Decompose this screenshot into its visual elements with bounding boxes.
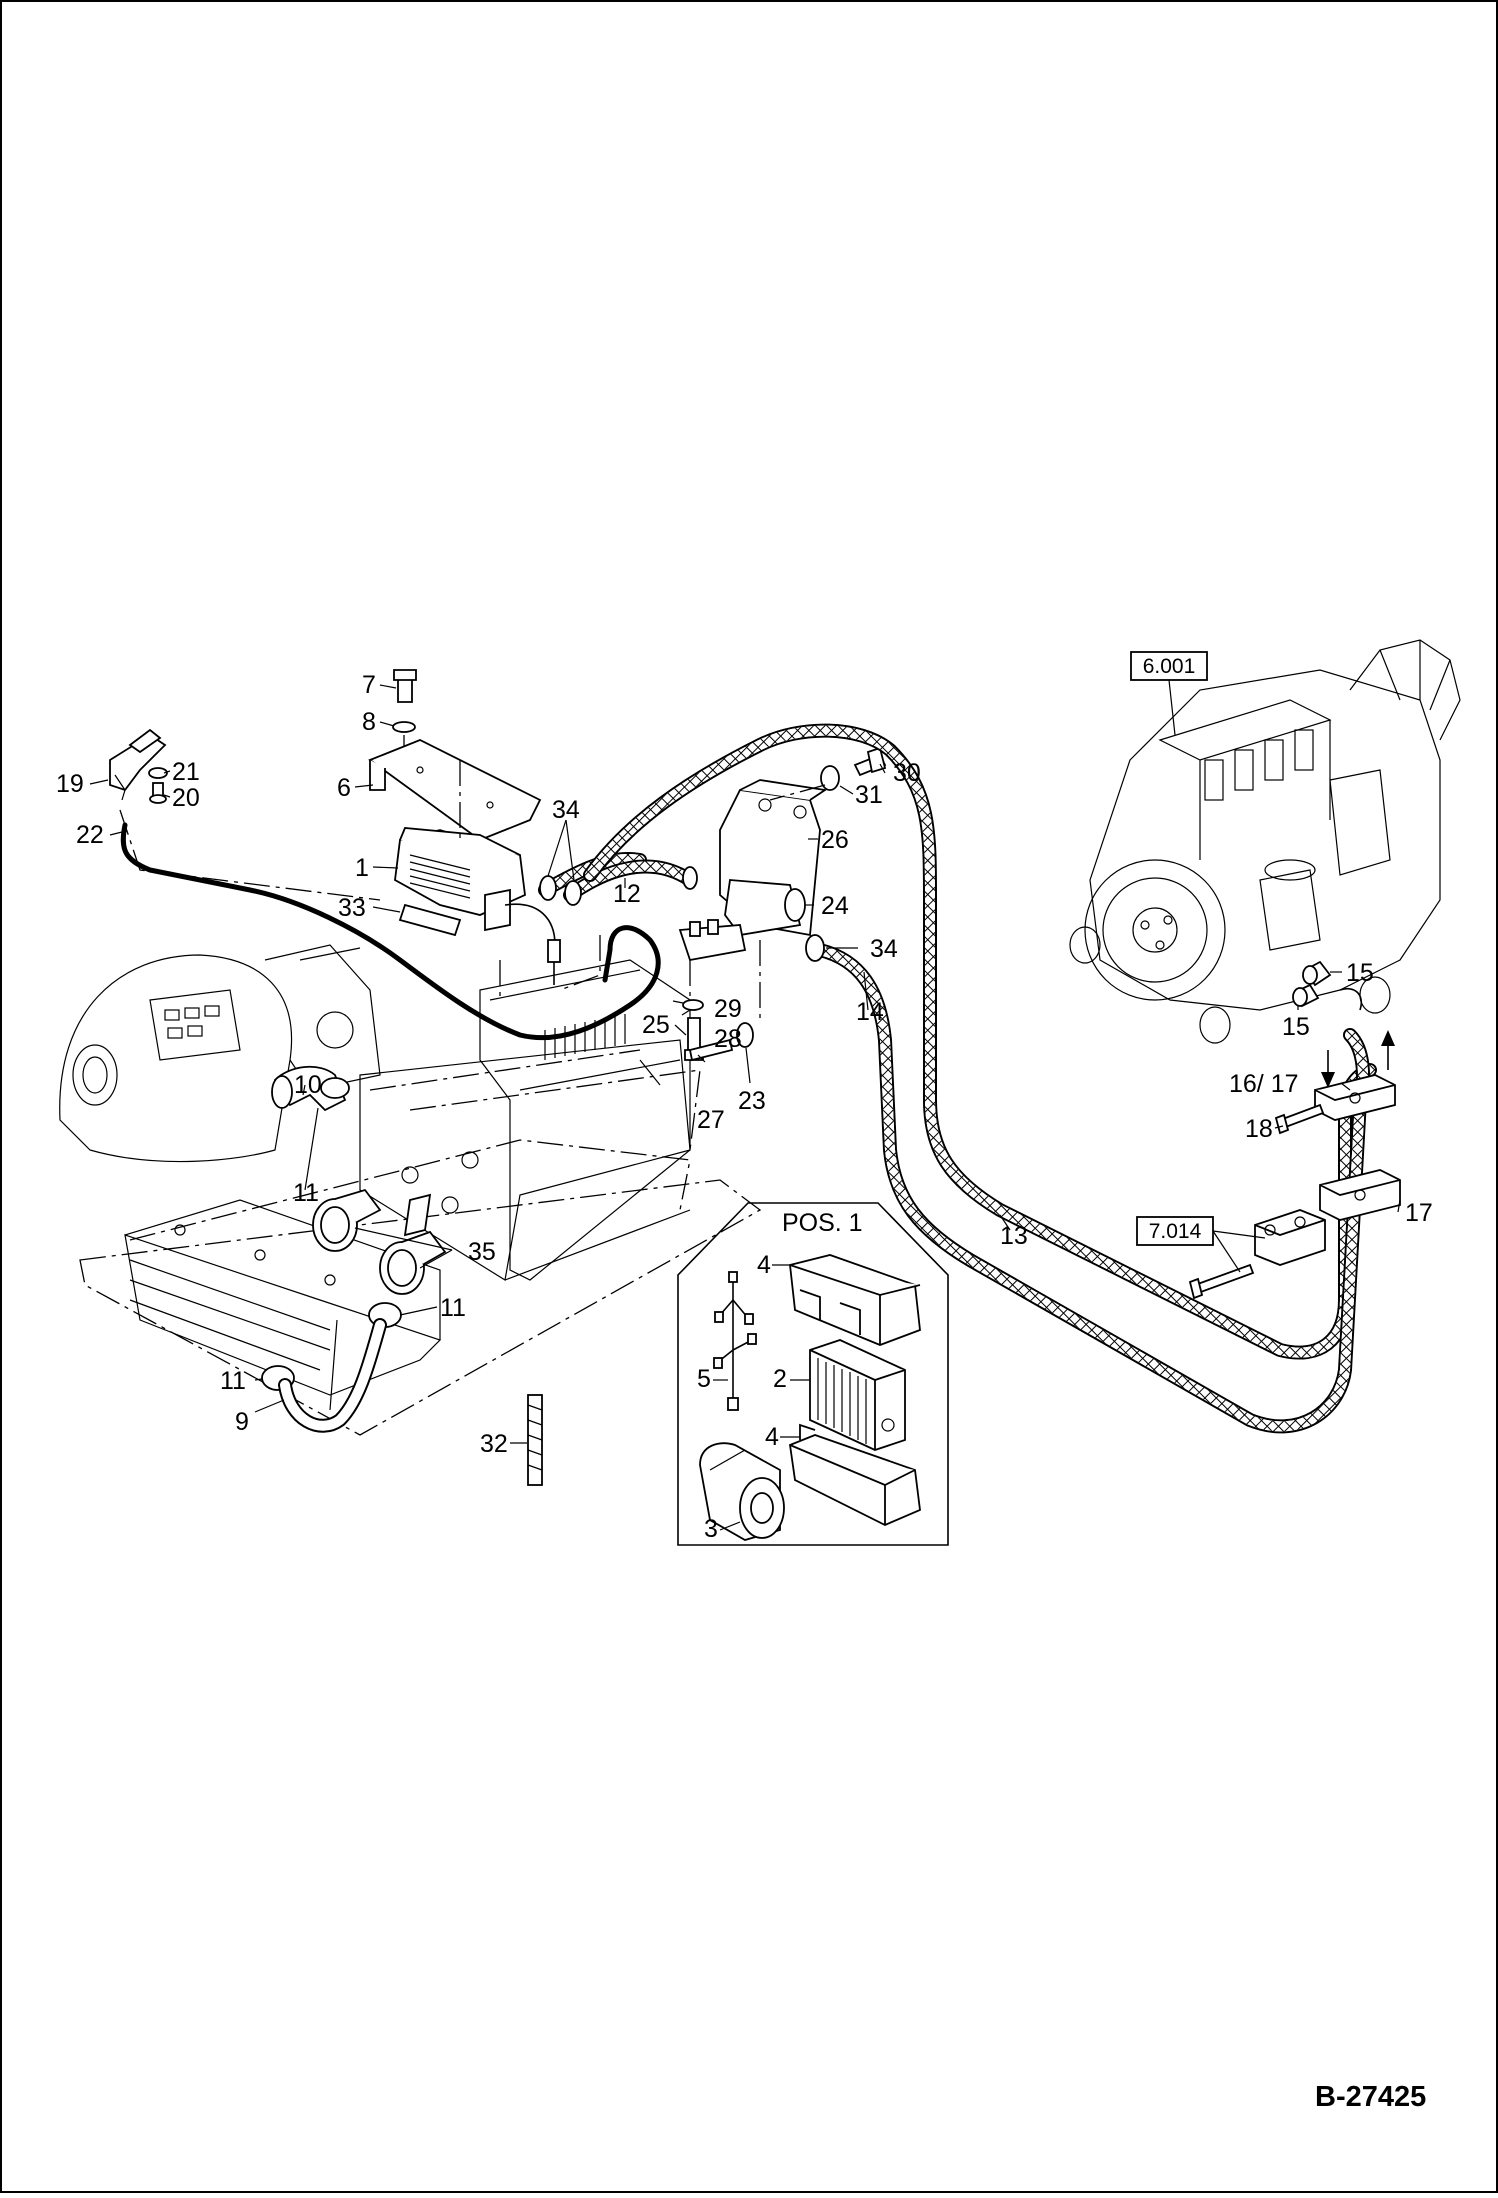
washer-21 xyxy=(148,767,168,779)
hose-clamp-34 xyxy=(805,934,825,962)
callout-18: 18 xyxy=(1245,1115,1273,1143)
callout-5: 5 xyxy=(697,1365,711,1393)
callout-30: 30 xyxy=(893,759,921,787)
callout-31: 31 xyxy=(855,781,883,809)
control-console xyxy=(59,944,381,1163)
callout-10: 10 xyxy=(294,1071,322,1099)
clamp-17 xyxy=(1319,1169,1401,1221)
callout-4a: 4 xyxy=(757,1251,771,1279)
duct-elbow-10 xyxy=(271,1065,350,1112)
engine-assembly xyxy=(1069,639,1461,1044)
vent-35 xyxy=(379,1230,447,1295)
callout-9: 9 xyxy=(235,1408,249,1436)
callout-35: 35 xyxy=(468,1238,496,1266)
callout-19: 19 xyxy=(56,770,84,798)
reference-box-7014[interactable]: 7.014 xyxy=(1136,1216,1214,1246)
washer-8 xyxy=(392,721,416,733)
reference-label: 7.014 xyxy=(1149,1220,1202,1243)
mounting-block xyxy=(1254,1209,1326,1266)
callout-32: 32 xyxy=(480,1430,508,1458)
cover-plate-6 xyxy=(368,739,542,842)
callout-14: 14 xyxy=(856,998,884,1026)
hose-clamp-34 xyxy=(564,880,582,906)
housing-cover-4 xyxy=(789,1254,921,1346)
washer-29 xyxy=(682,999,704,1011)
callout-34a: 34 xyxy=(552,796,580,824)
valve-24 xyxy=(724,879,806,936)
heat-exchanger-2 xyxy=(809,1339,906,1451)
callout-6: 6 xyxy=(337,774,351,802)
vent-35 xyxy=(312,1188,382,1252)
callout-8: 8 xyxy=(362,708,376,736)
callout-15b: 15 xyxy=(1282,1013,1310,1041)
blower-motor-3 xyxy=(699,1442,785,1541)
inset-title: POS. 1 xyxy=(782,1209,863,1237)
heater-unit-1 xyxy=(394,827,526,932)
callout-20: 20 xyxy=(172,784,200,812)
fitting-15 xyxy=(1302,960,1332,987)
callout-11a: 11 xyxy=(293,1179,319,1207)
reference-label: 6.001 xyxy=(1143,655,1196,678)
callout-24: 24 xyxy=(821,892,849,920)
callout-25: 25 xyxy=(642,1011,670,1039)
callout-23: 23 xyxy=(738,1087,766,1115)
callout-29: 29 xyxy=(714,995,742,1023)
flow-arrow-up xyxy=(1381,1030,1395,1070)
housing-tray-4 xyxy=(789,1423,921,1526)
cable-22 xyxy=(120,822,661,1041)
fitting-15 xyxy=(1292,983,1320,1008)
connector xyxy=(547,939,561,963)
callout-33: 33 xyxy=(338,894,366,922)
reference-box-6001[interactable]: 6.001 xyxy=(1130,651,1208,681)
inset-leaders xyxy=(713,1264,810,1531)
callout-4b: 4 xyxy=(765,1423,779,1451)
bolt-28 xyxy=(687,1017,701,1051)
bolt-27 xyxy=(688,1038,734,1062)
callout-labels: 7 8 6 19 21 20 22 1 33 34 12 24 26 31 30… xyxy=(56,671,1433,1543)
callout-16-17: 16/ 17 xyxy=(1229,1070,1299,1098)
callout-17: 17 xyxy=(1405,1199,1433,1227)
washer-23 xyxy=(736,1022,754,1048)
wire-harness-5 xyxy=(713,1271,757,1411)
callout-28: 28 xyxy=(714,1025,742,1053)
callout-2: 2 xyxy=(773,1365,787,1393)
hose-clamp-34 xyxy=(682,866,698,890)
washer-31 xyxy=(820,765,840,791)
leader-lines xyxy=(89,684,1401,1444)
filter-33 xyxy=(398,903,462,937)
screw-20 xyxy=(149,782,167,804)
flow-arrow-down xyxy=(1321,1050,1335,1088)
callout-26: 26 xyxy=(821,826,849,854)
callout-34b: 34 xyxy=(870,935,898,963)
callout-1: 1 xyxy=(355,854,369,882)
bolt-30 xyxy=(853,746,887,777)
cable-tie-32 xyxy=(527,1394,543,1486)
callout-22: 22 xyxy=(76,821,104,849)
cab-floor-frame xyxy=(79,1039,762,1436)
bolt-7 xyxy=(393,669,417,703)
duct-hose-9 xyxy=(280,1320,385,1431)
callout-12: 12 xyxy=(613,880,641,908)
document-id: B-27425 xyxy=(1315,2081,1426,2113)
callout-13: 13 xyxy=(1000,1222,1028,1250)
callout-11c: 11 xyxy=(220,1367,246,1395)
switch-19 xyxy=(109,728,167,801)
callout-7: 7 xyxy=(362,671,376,699)
callout-27: 27 xyxy=(697,1106,725,1134)
callout-15a: 15 xyxy=(1346,959,1374,987)
hose-clamp-34 xyxy=(539,875,557,901)
callout-3: 3 xyxy=(704,1515,718,1543)
heater-housing xyxy=(479,959,691,1281)
callout-21: 21 xyxy=(172,758,200,786)
bolt-18 xyxy=(1274,1103,1325,1135)
callout-11b: 11 xyxy=(440,1294,466,1322)
inset-pos1 xyxy=(677,1202,949,1546)
